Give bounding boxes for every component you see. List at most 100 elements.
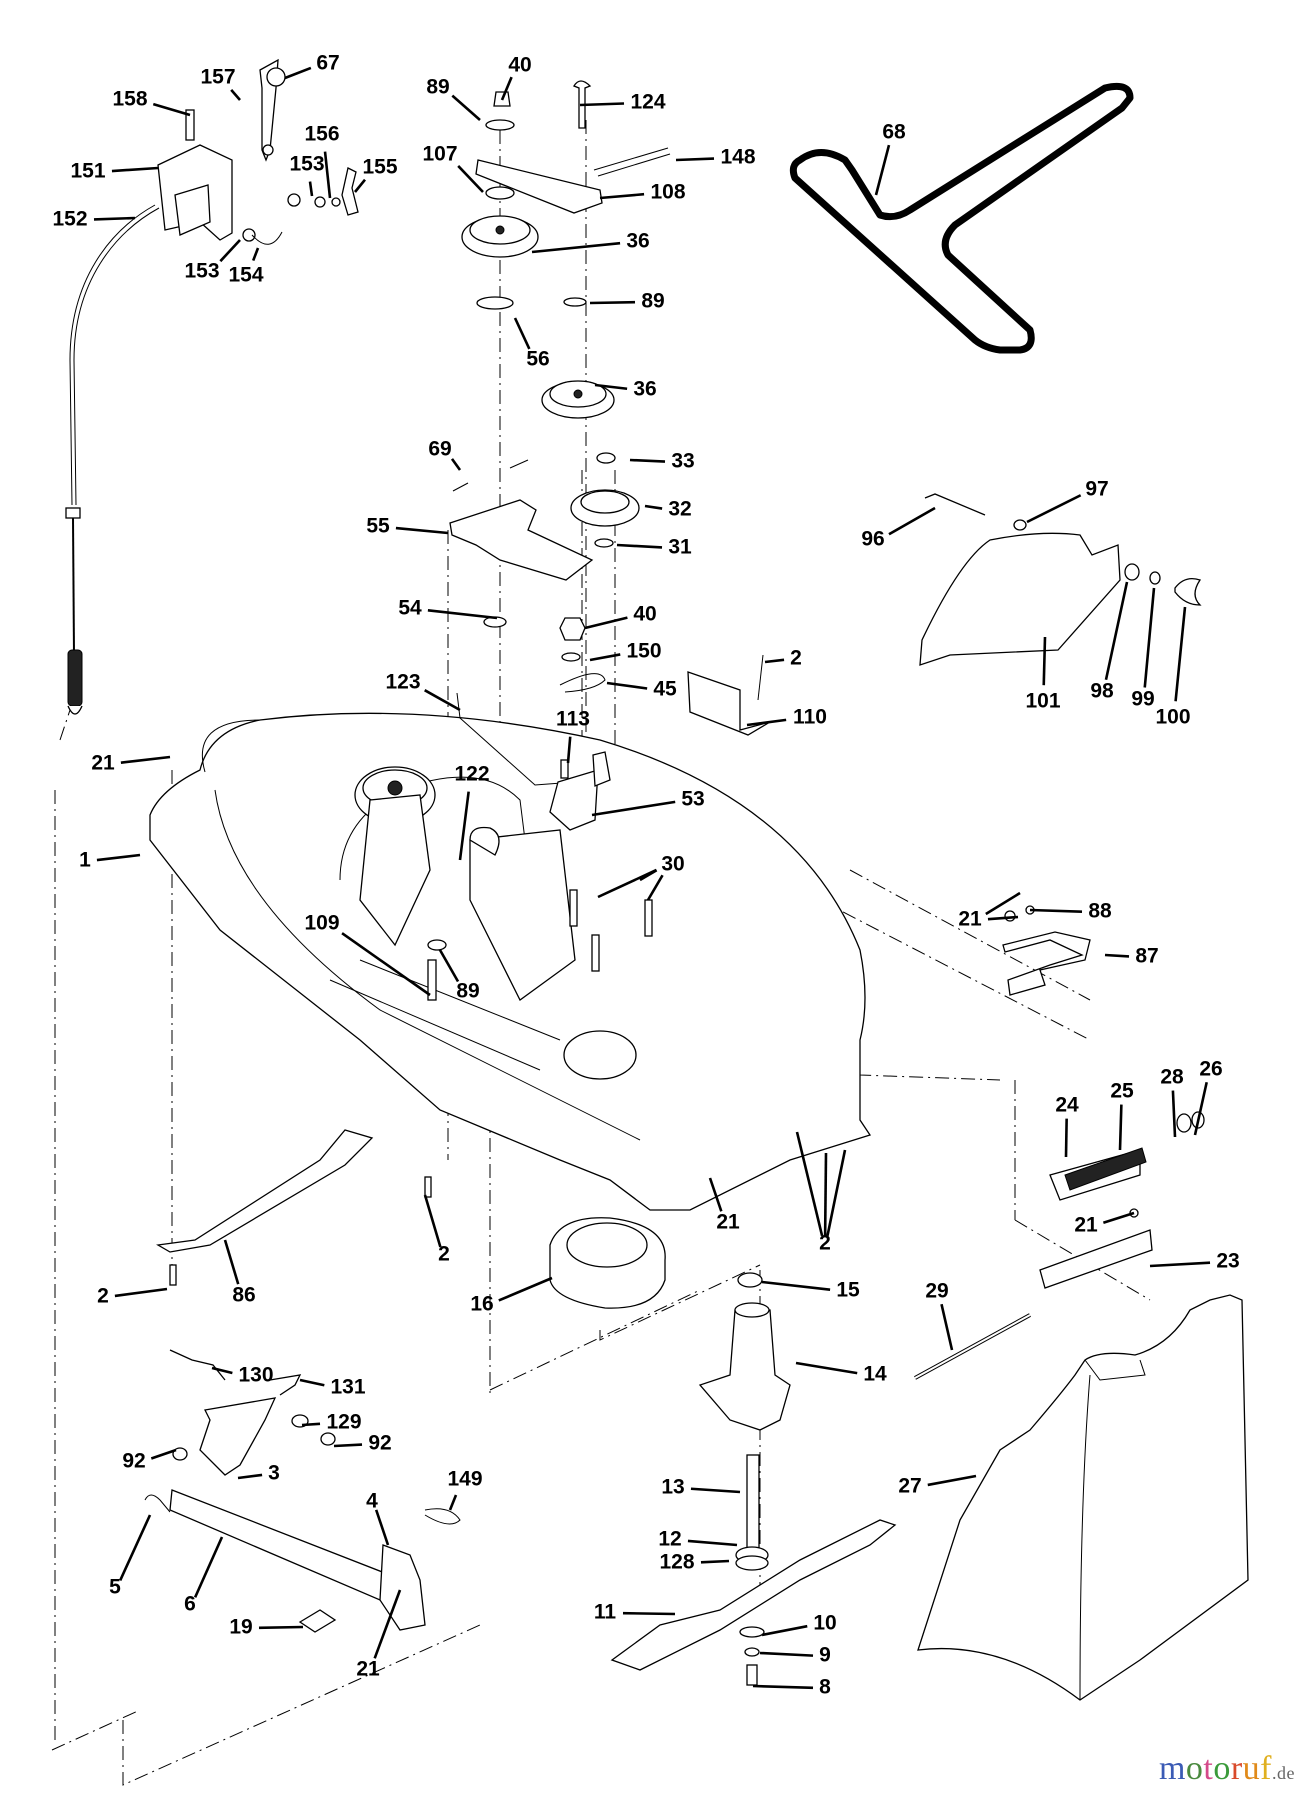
callout-33: 33 <box>671 450 694 473</box>
callout-36: 36 <box>626 230 649 253</box>
callout-149: 149 <box>447 1468 482 1491</box>
callout-19: 19 <box>229 1616 252 1639</box>
leader-line <box>700 1559 730 1564</box>
discharge-spring-assembly <box>1039 1111 1205 1289</box>
leader-line <box>193 1536 224 1598</box>
leader-line <box>323 151 332 199</box>
callout-154: 154 <box>228 264 263 287</box>
discharge-deflector-mount <box>919 493 1202 666</box>
callout-110: 110 <box>793 706 827 729</box>
leader-line <box>823 1152 828 1236</box>
control-cable <box>65 204 160 715</box>
watermark-letter: o <box>1185 1750 1204 1787</box>
callout-150: 150 <box>626 640 661 663</box>
callout-68: 68 <box>882 121 906 144</box>
watermark-letter: u <box>1242 1750 1261 1787</box>
leader-line <box>427 609 498 620</box>
callout-108: 108 <box>650 181 685 204</box>
leader-line <box>646 874 664 901</box>
leader-line <box>584 616 628 630</box>
callout-98: 98 <box>1090 680 1114 703</box>
callout-69: 69 <box>428 438 451 461</box>
leader-line <box>258 1625 304 1630</box>
leader-line <box>761 1280 831 1291</box>
leader-line <box>451 94 481 121</box>
watermark-letter: f <box>1260 1750 1272 1787</box>
callout-21: 21 <box>716 1211 740 1234</box>
leader-line <box>211 1366 233 1375</box>
discharge-chute <box>914 1294 1249 1701</box>
callout-124: 124 <box>630 91 665 114</box>
mower-deck <box>149 712 872 1211</box>
leader-line <box>599 192 645 200</box>
leader-line <box>120 755 171 764</box>
callout-158: 158 <box>112 88 147 111</box>
callout-13: 13 <box>661 1476 684 1499</box>
callout-31: 31 <box>668 536 692 559</box>
leader-line <box>708 1177 723 1212</box>
callout-67: 67 <box>316 52 339 75</box>
callout-12: 12 <box>658 1528 681 1551</box>
leader-line <box>639 869 658 882</box>
leader-line <box>629 458 666 463</box>
leader-line <box>448 1494 458 1511</box>
leader-line <box>374 1509 390 1546</box>
callout-16: 16 <box>470 1293 493 1316</box>
callout-107: 107 <box>422 143 457 166</box>
callout-153: 153 <box>289 153 324 176</box>
leader-line <box>927 1474 977 1487</box>
callout-89: 89 <box>641 290 664 313</box>
leader-line <box>152 102 191 117</box>
leader-line <box>752 1684 814 1690</box>
leader-line <box>597 868 657 899</box>
callout-130: 130 <box>238 1364 273 1387</box>
leader-line <box>1102 1211 1135 1224</box>
callout-27: 27 <box>898 1475 921 1498</box>
callout-9: 9 <box>819 1644 831 1667</box>
callout-153: 153 <box>184 260 219 283</box>
leader-line <box>746 718 787 727</box>
leader-line <box>594 383 628 391</box>
leader-line <box>341 932 431 997</box>
leader-line <box>1026 494 1082 524</box>
callout-45: 45 <box>653 678 677 701</box>
leader-line <box>114 1287 168 1298</box>
callout-21: 21 <box>1074 1214 1098 1237</box>
leader-line <box>299 1378 325 1387</box>
gage-wheel-bracket <box>1002 905 1091 996</box>
callout-86: 86 <box>232 1284 255 1307</box>
callout-56: 56 <box>526 348 549 371</box>
callout-96: 96 <box>861 528 884 551</box>
leader-line <box>1042 636 1047 686</box>
leader-line <box>395 526 449 535</box>
leader-line <box>111 166 159 173</box>
watermark-letter: o <box>1213 1750 1231 1787</box>
callout-122: 122 <box>454 763 489 786</box>
leader-line <box>500 76 513 101</box>
callout-109: 109 <box>304 912 339 935</box>
callout-155: 155 <box>362 156 397 179</box>
leader-line <box>606 681 648 690</box>
callout-97: 97 <box>1085 478 1108 501</box>
callout-2: 2 <box>819 1232 831 1255</box>
callout-2: 2 <box>438 1243 450 1266</box>
leader-line <box>308 181 314 197</box>
lift-rod-and-bracket <box>456 692 611 831</box>
watermark-logo: motoruf.de <box>1159 1750 1295 1788</box>
callout-53: 53 <box>681 788 704 811</box>
leader-line <box>284 66 312 80</box>
callout-100: 100 <box>1155 706 1190 729</box>
callout-8: 8 <box>819 1676 831 1699</box>
callout-131: 131 <box>330 1376 365 1399</box>
leader-line <box>423 1194 442 1248</box>
leader-line <box>764 658 785 664</box>
callout-54: 54 <box>398 597 422 620</box>
callout-28: 28 <box>1160 1066 1184 1089</box>
leader-line <box>675 157 715 162</box>
leader-line <box>985 891 1021 916</box>
leader-line <box>795 1361 858 1375</box>
leader-line <box>987 915 1019 921</box>
deck-stabilizer-bar <box>156 1129 432 1286</box>
leader-line <box>690 1487 741 1494</box>
